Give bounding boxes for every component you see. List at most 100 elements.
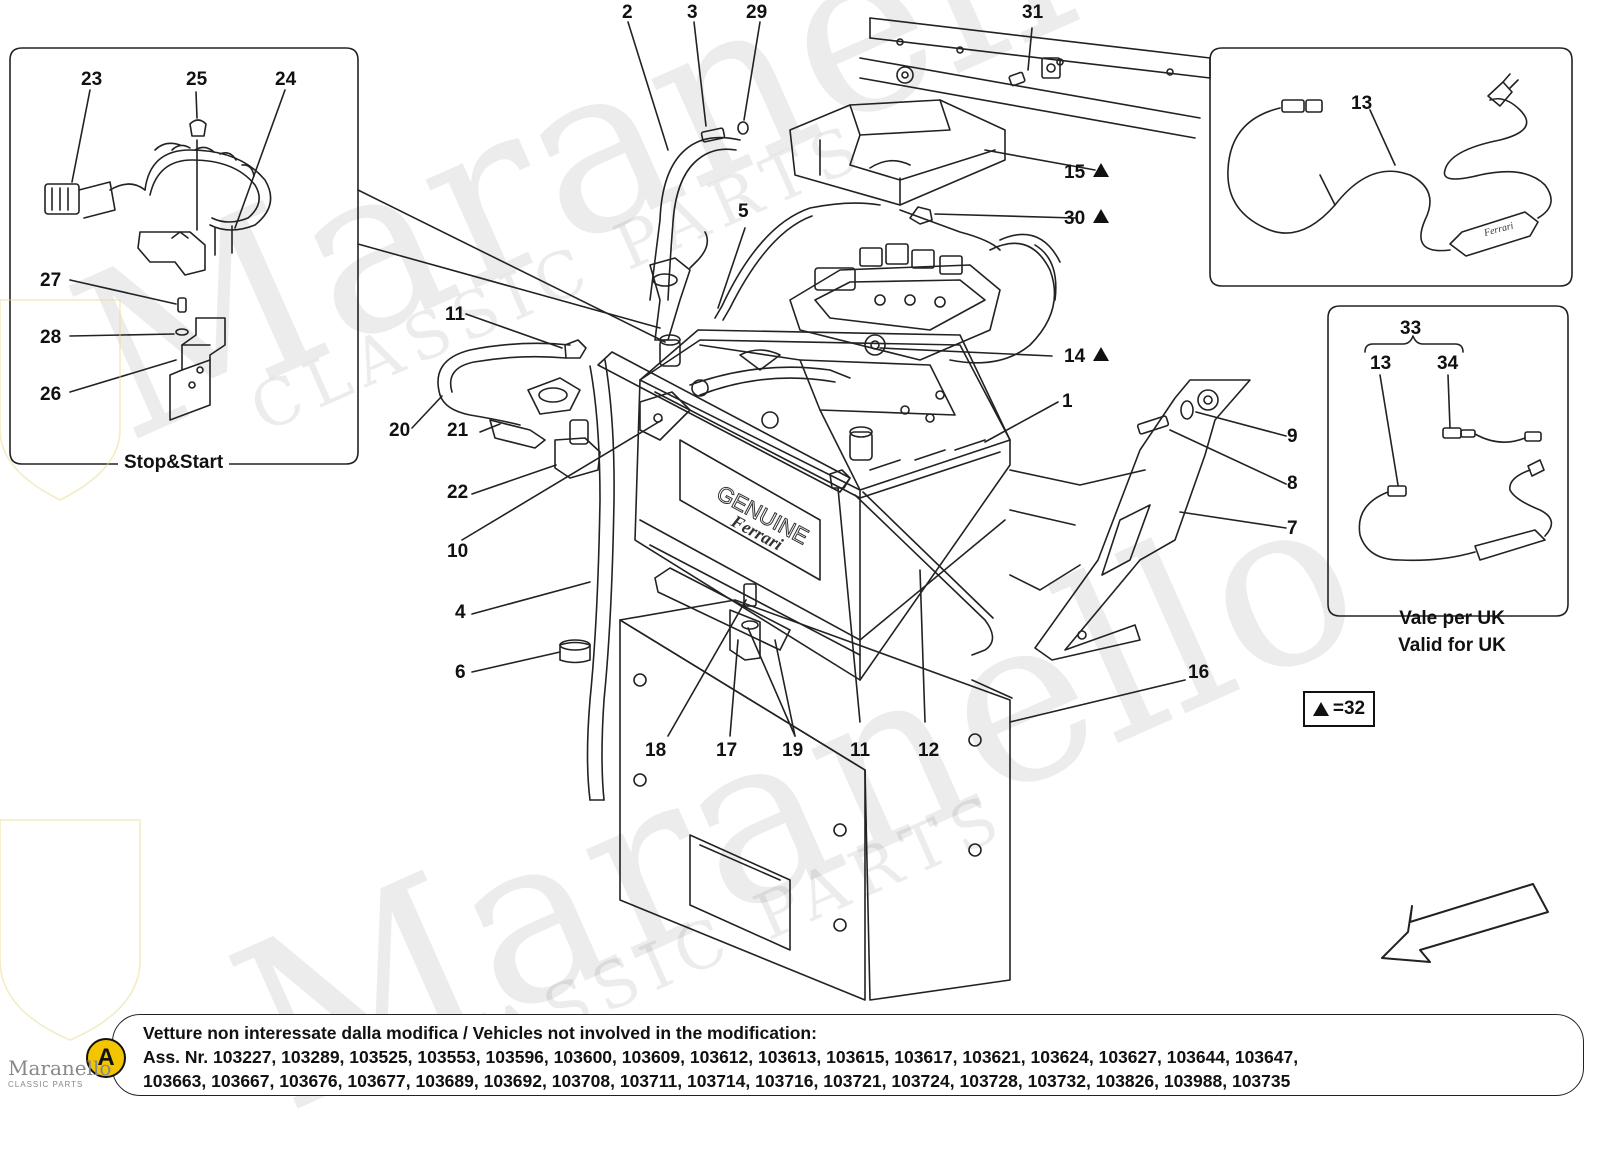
leader-7 [1179, 511, 1287, 529]
callout-16: 16 [1188, 662, 1210, 683]
modification-note: Vetture non interessate dalla modifica /… [112, 1014, 1584, 1096]
battery-1 [634, 329, 1011, 681]
callout-14-number: 14 [1064, 346, 1086, 367]
callout-12: 12 [918, 740, 940, 761]
leader-27 [69, 279, 177, 305]
mount-plate [654, 567, 791, 661]
battery-clamp-bar [689, 366, 851, 396]
ferrari-shield-watermark [0, 299, 121, 501]
callout-30-number: 30 [1064, 208, 1086, 229]
callout-11-upper: 11 [445, 304, 466, 325]
callout-19: 19 [782, 740, 804, 761]
note-line-2: Ass. Nr. 103227, 103289, 103525, 103553,… [143, 1047, 1299, 1067]
leader-26 [69, 359, 177, 393]
callout-6: 6 [455, 662, 466, 683]
uk-caption-it: Vale per UK [1399, 608, 1505, 629]
brand-sub: CLASSIC PARTS [8, 1080, 84, 1089]
wiring-harness-24 [144, 142, 272, 231]
connector-25 [189, 119, 207, 137]
leader-6 [471, 651, 561, 673]
leader-5 [717, 227, 746, 309]
leader-17 [729, 639, 739, 737]
callout-11-lower: 11 [850, 740, 871, 761]
leader-13b [1379, 374, 1399, 486]
leader-19a [747, 627, 796, 737]
legend-text: =32 [1332, 698, 1366, 719]
triangle-icon [1093, 347, 1110, 361]
uk-panel-frame [1327, 305, 1569, 617]
note-line-1: Vetture non interessate dalla modifica /… [143, 1023, 817, 1043]
cable-4 [586, 359, 615, 801]
triangle-icon [1312, 702, 1329, 716]
leader-8 [1169, 429, 1287, 485]
callout-15: 15 [1064, 162, 1110, 183]
leader-20 [411, 395, 443, 429]
callout-31: 31 [1022, 2, 1044, 23]
callout-7: 7 [1287, 518, 1298, 539]
fuse-box-14 [789, 233, 1061, 364]
stop-start-panel-frame [9, 47, 359, 465]
stop-start-caption: Stop&Start [118, 452, 230, 474]
note-line-3: 103663, 103667, 103676, 103677, 103689, … [143, 1071, 1291, 1091]
direction-arrow [1381, 883, 1549, 963]
bracket-26 [169, 317, 226, 421]
callout-27: 27 [40, 270, 62, 291]
callout-23: 23 [81, 69, 103, 90]
charger-panel-frame [1209, 47, 1573, 287]
leader-23 [71, 89, 91, 183]
callout-15-number: 15 [1064, 162, 1086, 183]
callout-25: 25 [186, 69, 208, 90]
callout-9: 9 [1287, 426, 1298, 447]
callout-8: 8 [1287, 473, 1298, 494]
washer-28 [175, 328, 189, 336]
leader-30 [934, 213, 1076, 219]
fuse-box-cover-15 [789, 99, 1006, 206]
leader-31 [1027, 27, 1033, 71]
battery-tray-16 [619, 599, 1013, 1001]
terminal-21 [489, 419, 546, 449]
terminal-block [137, 225, 233, 276]
leader-28 [69, 333, 175, 337]
bolt-31 [1008, 71, 1026, 87]
connector-line-lower [357, 243, 661, 329]
callout-33: 33 [1400, 318, 1422, 339]
diagram-drawing: GENUINE Ferrari Ferrari [0, 17, 1573, 1041]
uk-charger [1358, 427, 1553, 562]
triangle-icon [1093, 163, 1110, 177]
callout-34: 34 [1437, 353, 1459, 374]
leader-3 [693, 21, 707, 127]
callout-18: 18 [645, 740, 667, 761]
callout-22: 22 [447, 482, 469, 503]
leader-1 [984, 401, 1059, 443]
uk-caption-en: Valid for UK [1398, 635, 1506, 656]
leader-25 [195, 91, 198, 119]
leader-14 [879, 347, 1053, 357]
cable-2 [649, 136, 741, 301]
callout-30: 30 [1064, 208, 1110, 229]
sensor-22 [527, 377, 601, 479]
cable-5 [714, 202, 881, 319]
callout-1: 1 [1062, 391, 1073, 412]
leader-9 [1195, 411, 1287, 437]
callout-3: 3 [687, 2, 698, 23]
leader-11b [837, 487, 861, 723]
callout-5: 5 [738, 201, 749, 222]
leader-4 [471, 581, 591, 615]
callout-13-charger: 13 [1351, 93, 1373, 114]
brand-logo: Maranello CLASSIC PARTS [8, 1056, 111, 1089]
grommet-6 [559, 641, 591, 664]
callout-28: 28 [40, 327, 62, 348]
leader-15 [984, 149, 1096, 171]
rod-12 [854, 491, 994, 656]
callout-20: 20 [389, 420, 411, 441]
screw-27 [177, 297, 187, 313]
leader-18 [667, 599, 747, 737]
cable-to-fuse-box [899, 209, 1001, 251]
cable-20 [437, 342, 571, 396]
washer-29 [737, 121, 749, 135]
callout-29: 29 [746, 2, 768, 23]
callout-17: 17 [716, 740, 738, 761]
charger-cable [1227, 73, 1552, 257]
leader-10 [461, 419, 663, 541]
